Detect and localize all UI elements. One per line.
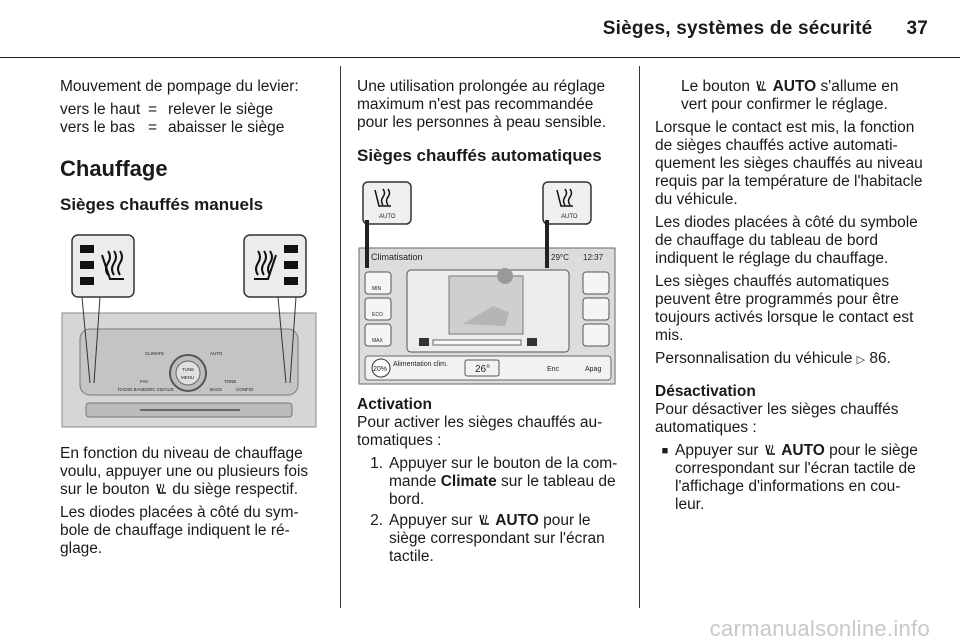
lever-value: relever le siège — [168, 101, 274, 118]
page-ref: 86. — [869, 350, 891, 367]
fig-label-back: BACK — [210, 387, 222, 392]
contact-paragraph: Lorsque le contact est mis, la fonction … — [655, 119, 923, 208]
auto-light-bold: AUTO — [772, 78, 817, 95]
lever-table: vers le haut = relever le siège vers le … — [60, 101, 320, 137]
fig-label-fav: FAV — [140, 379, 148, 384]
step-item: 1. Appuyer sur le bouton de la com­mande… — [357, 455, 625, 509]
personalisation-text: Personnalisation du véhicule — [655, 350, 853, 367]
list-item: ■ Appuyer sur AUTO pour le siège corresp… — [655, 442, 923, 514]
fig-screen-title: Climatisation — [371, 252, 423, 262]
subsection-heading-auto: Sièges chauffés automatiques — [357, 146, 602, 165]
page-number: 37 — [906, 18, 928, 39]
deactivation-list: ■ Appuyer sur AUTO pour le siège corresp… — [655, 442, 923, 514]
heated-seat-icon — [765, 444, 775, 455]
fig-btn-min: MIN — [372, 286, 382, 292]
bullet-bold: AUTO — [781, 442, 825, 459]
fig-setpoint: 26° — [475, 364, 490, 375]
lever-eq: = — [148, 101, 158, 118]
page-header: Sièges, systèmes de sécurité 37 — [602, 18, 928, 39]
heated-seat-icon — [756, 80, 767, 91]
fig-time: 12:37 — [583, 253, 604, 262]
auto-light-text-a: Le bouton — [681, 78, 750, 95]
heated-seat-icon — [479, 514, 489, 525]
lever-intro: Mouvement de pompage du levier: — [60, 78, 299, 95]
step-text: Appuyer sur AUTO pour le siège correspon… — [389, 512, 625, 566]
diodes-paragraph: Les diodes placées à côté du sym­bole de… — [60, 504, 299, 557]
square-bullet-icon: ■ — [661, 445, 669, 457]
lever-eq: = — [148, 119, 158, 136]
activation-title: Activation — [357, 396, 432, 413]
fig-enc: Enc — [547, 366, 560, 373]
activation-text: Pour activer les sièges chauffés au­toma… — [357, 414, 603, 449]
programmable-paragraph: Les sièges chauffés automatiques peuvent… — [655, 273, 914, 344]
personalisation-paragraph: Personnalisation du véhicule ▷ 86. — [655, 350, 923, 369]
lever-key: vers le haut — [60, 101, 141, 118]
auto-light-paragraph: Le bouton AUTO s'allume en vert pour con… — [655, 78, 923, 114]
step-bold: AUTO — [495, 512, 539, 529]
deactivation-text: Pour désactiver les sièges chauffés auto… — [655, 401, 899, 436]
bullet-text-a: Appuyer sur — [675, 442, 759, 459]
step-text-b: sur le tableau de bord. — [389, 473, 616, 508]
column-1: Mouvement de pompage du levier: vers le … — [60, 78, 320, 563]
column-3: Le bouton AUTO s'allume en vert pour con… — [655, 78, 923, 514]
header-rule — [0, 57, 960, 58]
warning-paragraph: Une utilisation prolongée au réglage max… — [357, 78, 607, 131]
heated-seat-icon — [156, 483, 166, 494]
bullet-text: Appuyer sur AUTO pour le siège correspon… — [675, 442, 923, 514]
manual-heated-seat-figure: CLIMATE AUTO TUNE MENU FAV TONE RADIO BA… — [60, 233, 318, 429]
fig-pct: 20% — [373, 366, 387, 373]
manual-heat-paragraph: En fonction du niveau de chauffage voulu… — [60, 445, 320, 499]
column-2: Une utilisation prolongée au réglage max… — [357, 78, 625, 569]
fig-label-radio: RADIO BAND — [118, 387, 147, 392]
fig-alim: Alimentation clim. — [393, 361, 448, 368]
header-title: Sièges, systèmes de sécurité — [602, 18, 873, 39]
step-text-a: Appuyer sur le bouton de la com­mande — [389, 455, 618, 490]
section-heading: Chauffage — [60, 156, 168, 181]
fig-btn-eco: ECO — [372, 312, 383, 318]
lever-value: abaisser le siège — [168, 119, 285, 136]
step-bold: Climate — [440, 473, 497, 490]
activation-steps: 1. Appuyer sur le bouton de la com­mande… — [357, 455, 625, 566]
step-text-b: pour le siège correspondant sur l'écran … — [389, 512, 605, 565]
deactivation-title: Désactivation — [655, 383, 756, 400]
auto-heated-seat-figure: AUTO AUTO Climatisation 29°C 12:37 MIN E… — [357, 180, 619, 386]
step-number: 2. — [370, 512, 383, 529]
step-text-a: Appuyer sur — [389, 512, 473, 529]
diodes-dash-paragraph: Les diodes placées à côté du sym­bole de… — [655, 214, 918, 267]
bullet-text-b: pour le siège correspondant sur l'écran … — [675, 442, 918, 513]
step-text: Appuyer sur le bouton de la com­mande Cl… — [389, 455, 625, 509]
fig-label-menu: MENU — [181, 375, 194, 380]
fig-label-config: CONFIG — [236, 387, 254, 392]
subsection-heading: Sièges chauffés manuels — [60, 195, 264, 214]
step-item: 2. Appuyer sur AUTO pour le siège corres… — [357, 512, 625, 566]
lever-key: vers le bas — [60, 119, 135, 136]
watermark: carmanualsonline.info — [709, 616, 930, 641]
page-ref-icon: ▷ — [856, 354, 866, 366]
fig-btn-max: MAX — [372, 338, 384, 344]
step-number: 1. — [370, 455, 383, 472]
fig-auto-right: AUTO — [561, 214, 578, 220]
manual-heat-text-b: du siège respectif. — [172, 481, 299, 498]
fig-label-tone: TONE — [224, 379, 236, 384]
fig-apag: Apag — [585, 366, 601, 373]
fig-label-tune: TUNE — [182, 367, 194, 372]
fig-auto-left: AUTO — [379, 214, 396, 220]
fig-label-src: SRC CD/AUX — [146, 387, 174, 392]
column-divider-2 — [639, 66, 640, 608]
column-divider-1 — [340, 66, 341, 608]
auto-light-text-b: s'allume en vert pour confirmer le régla… — [681, 78, 899, 113]
fig-label-auto: AUTO — [210, 351, 223, 356]
manual-heat-text-a: En fonction du niveau de chauffage voulu… — [60, 445, 309, 498]
fig-temp-out: 29°C — [551, 253, 569, 262]
fig-label-climate: CLIMATE — [145, 351, 164, 356]
